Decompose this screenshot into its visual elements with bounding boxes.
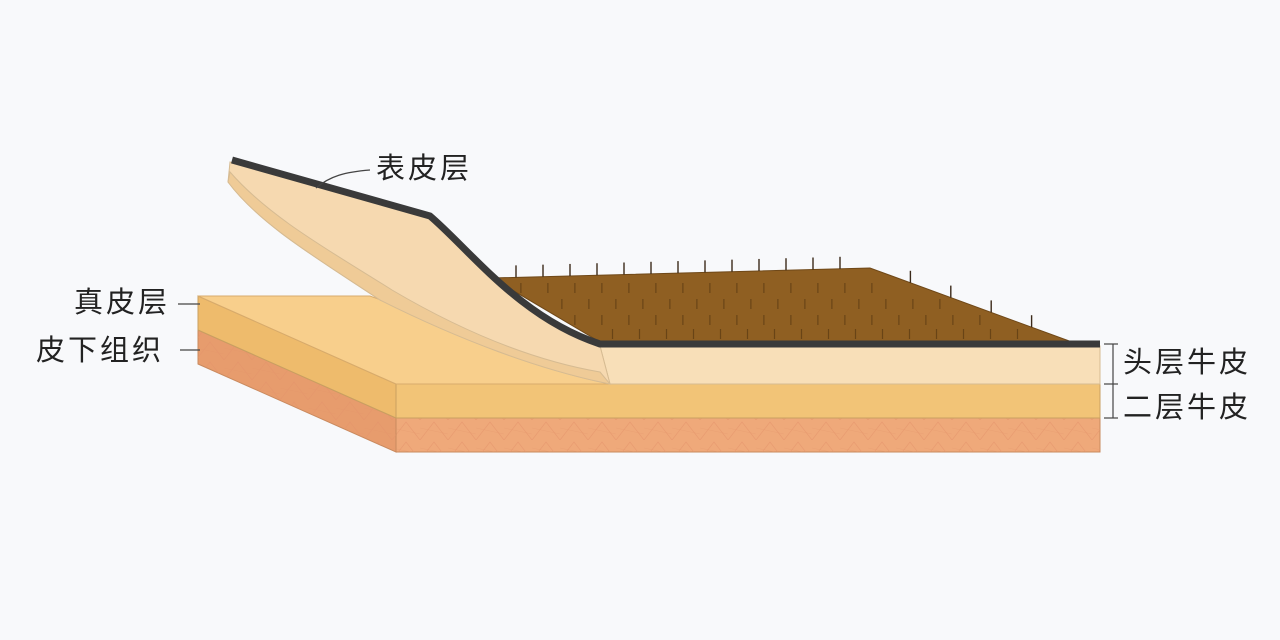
subcutaneous-side-texture <box>198 330 396 452</box>
grain-texture-marks <box>520 283 1019 339</box>
dermis-front <box>395 383 1101 419</box>
dermis-label: 真皮层 <box>74 285 171 319</box>
epidermis-leader-line <box>315 169 371 189</box>
peeled-layer-edge <box>227 170 612 385</box>
epidermis-dark-edge <box>231 156 1100 348</box>
subcutaneous-label: 皮下组织 <box>36 333 165 367</box>
top-grain-label: 头层牛皮 <box>1123 345 1252 379</box>
exposed-grain-surface <box>490 267 1073 343</box>
split-leather-label: 二层牛皮 <box>1123 390 1252 424</box>
hair-follicle-marks <box>515 256 1033 328</box>
subcutaneous-front-texture <box>396 418 1100 452</box>
epidermis-label: 表皮层 <box>376 151 473 185</box>
top-grain-front <box>599 345 1101 385</box>
